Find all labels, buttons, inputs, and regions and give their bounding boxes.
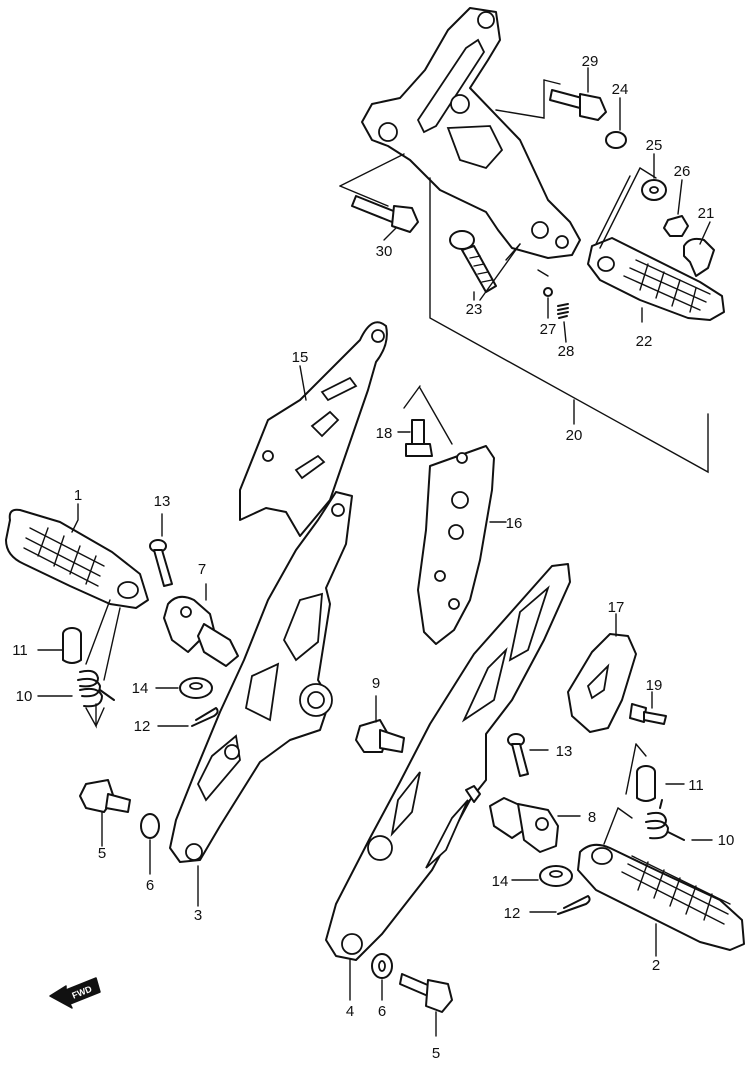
bolt-5-right	[399, 973, 453, 1013]
heel-guard-15	[239, 321, 388, 537]
label-10-right: 10	[718, 832, 735, 849]
label-1: 1	[74, 487, 82, 504]
bolt-18	[405, 419, 433, 457]
bolt-5-left	[79, 779, 131, 813]
label-5-left: 5	[98, 845, 106, 862]
label-11-left: 11	[12, 642, 28, 659]
cotter-pin-12-left	[191, 707, 219, 727]
label-19: 19	[646, 677, 663, 694]
spring-10-right	[645, 799, 685, 841]
front-footrest-2	[577, 843, 745, 951]
label-24: 24	[612, 81, 629, 98]
washer-24	[605, 131, 627, 149]
label-28: 28	[558, 343, 575, 360]
spring-10-left	[77, 669, 115, 708]
leader-lines	[37, 67, 713, 1037]
spring-28	[557, 303, 569, 319]
bolt-30	[351, 195, 419, 233]
label-25: 25	[646, 137, 663, 154]
label-30: 30	[376, 243, 393, 260]
sleeve-11-left	[62, 627, 82, 664]
label-2: 2	[652, 957, 660, 974]
bolt-9	[355, 719, 405, 753]
heel-guard-16	[417, 445, 495, 645]
label-26: 26	[674, 163, 691, 180]
washer-6-left	[140, 813, 160, 839]
label-6-right: 6	[378, 1003, 386, 1020]
front-footrest-1	[5, 508, 149, 609]
label-12-right: 12	[504, 905, 521, 922]
label-12-left: 12	[134, 718, 151, 735]
washer-6-right	[371, 953, 393, 979]
assembly-20-outline	[339, 79, 709, 474]
label-9: 9	[372, 675, 380, 692]
washer-14-left	[179, 677, 213, 699]
guide-18	[403, 385, 453, 445]
label-18: 18	[376, 425, 393, 442]
label-13-left: 13	[154, 493, 171, 510]
label-3: 3	[194, 907, 202, 924]
rear-footrest-22	[587, 237, 725, 321]
heel-plate-17	[567, 633, 637, 733]
label-8: 8	[588, 809, 596, 826]
guide-lines	[85, 599, 647, 845]
label-16: 16	[506, 515, 523, 532]
label-14-right: 14	[492, 873, 509, 890]
label-4: 4	[346, 1003, 354, 1020]
label-5-right: 5	[432, 1045, 440, 1062]
label-11-right: 11	[688, 777, 704, 794]
label-14-left: 14	[132, 680, 149, 697]
washer-14-right	[539, 865, 573, 887]
forward-direction-badge: FWD	[49, 977, 101, 1009]
footrest-bracket-4	[325, 563, 571, 961]
bolt-29	[549, 89, 607, 121]
sleeve-11-right	[636, 765, 656, 802]
label-23: 23	[466, 301, 483, 318]
pin-13-right	[507, 733, 529, 777]
bolt-19	[629, 703, 667, 725]
label-7: 7	[198, 561, 206, 578]
footrest-bracket-3	[169, 491, 353, 863]
label-10-left: 10	[16, 688, 33, 705]
clip-21	[683, 237, 715, 277]
pivot-8	[489, 797, 559, 853]
label-6-left: 6	[146, 877, 154, 894]
washer-25	[641, 179, 667, 201]
label-17: 17	[608, 599, 625, 616]
forward-arrow-icon	[49, 977, 101, 1009]
part-number-labels: 1 2 3 4 5 5 6 6 7 8 9 10 10 11 11 12 12 …	[12, 53, 734, 1062]
nut-26	[663, 215, 689, 237]
label-15: 15	[292, 349, 309, 366]
bolt-23	[449, 230, 497, 293]
label-22: 22	[636, 333, 653, 350]
label-21: 21	[698, 205, 715, 222]
cotter-pin-12-right	[557, 895, 591, 915]
label-27: 27	[540, 321, 557, 338]
label-29: 29	[582, 53, 599, 70]
pin-13-left	[149, 539, 173, 587]
ball-27	[543, 287, 553, 297]
rear-footrest-bracket	[361, 7, 581, 259]
label-13-right: 13	[556, 743, 573, 760]
pivot-7	[163, 595, 239, 667]
label-20: 20	[566, 427, 583, 444]
